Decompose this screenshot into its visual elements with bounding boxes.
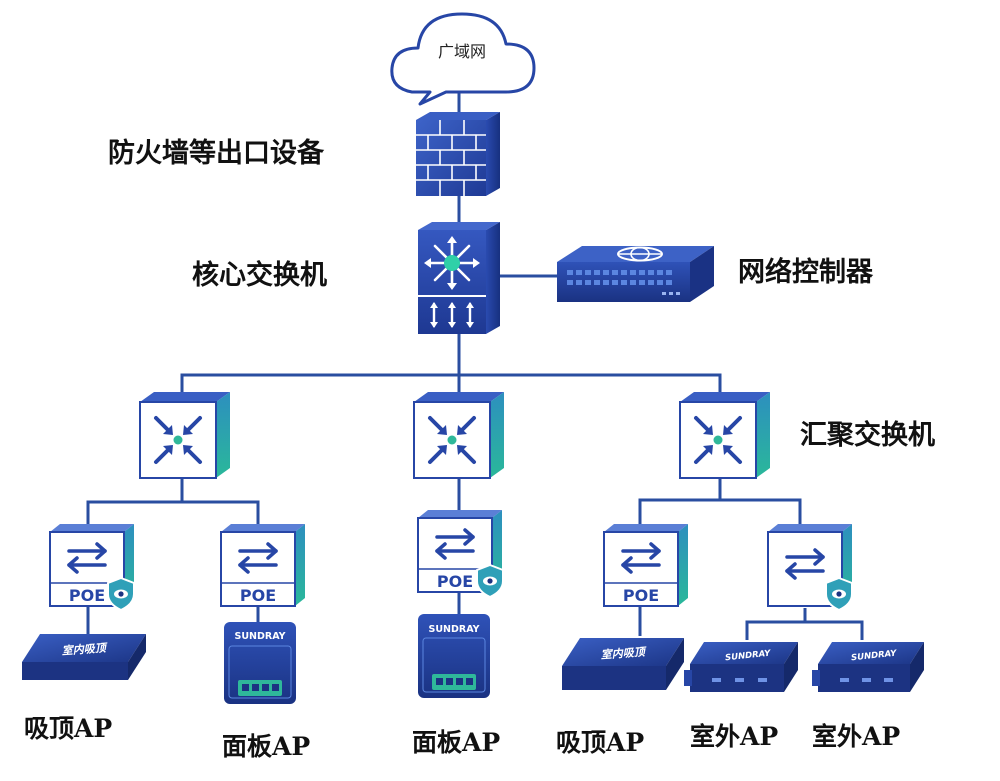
aggregation-switch-3-icon: [679, 392, 770, 479]
poe-switch-4-icon: POE: [603, 524, 688, 607]
panel-ap-2-brand: SUNDRAY: [428, 624, 479, 635]
wan-cloud-label: 广域网: [438, 42, 486, 61]
panel-ap-2-icon: SUNDRAY: [418, 614, 490, 698]
outdoor-ap-2-icon: SUNDRAY: [812, 642, 924, 692]
poe-switch-4-tag: POE: [623, 586, 659, 605]
ap-label-1: 吸顶AP: [24, 714, 113, 743]
outdoor-ap-2-brand: SUNDRAY: [851, 649, 898, 664]
core-switch-label: 核心交换机: [192, 260, 327, 291]
outdoor-ap-1-brand: SUNDRAY: [725, 649, 772, 664]
poe-switch-2-icon: POE: [220, 524, 305, 607]
ceiling-ap-2-brand: 室内吸顶: [600, 645, 648, 661]
poe-switch-3-tag: POE: [437, 572, 473, 591]
shield-badge-icon: [107, 577, 135, 611]
shield-badge-icon: [476, 564, 504, 598]
ap-label-6: 室外AP: [812, 722, 901, 751]
controller-label: 网络控制器: [738, 257, 873, 288]
aggregation-switch-label: 汇聚交换机: [800, 420, 935, 451]
ap-label-3: 面板AP: [412, 728, 501, 757]
panel-ap-1-icon: SUNDRAY: [224, 622, 296, 704]
wan-cloud-icon: 广域网: [390, 12, 536, 106]
panel-ap-1-brand: SUNDRAY: [234, 631, 285, 642]
ap-label-4: 吸顶AP: [556, 728, 645, 757]
connection-lines: [86, 92, 864, 640]
ap-label-2: 面板AP: [222, 732, 311, 761]
firewall-icon: [416, 112, 500, 196]
poe-switch-1-icon: POE: [49, 524, 135, 611]
poe-switch-2-tag: POE: [240, 586, 276, 605]
outdoor-ap-1-icon: SUNDRAY: [684, 642, 798, 692]
ceiling-ap-1-brand: 室内吸顶: [61, 641, 109, 657]
firewall-label: 防火墙等出口设备: [108, 138, 324, 169]
poe-switch-5-icon: [767, 524, 853, 611]
ap-label-5: 室外AP: [690, 722, 779, 751]
poe-switch-1-tag: POE: [69, 586, 105, 605]
poe-switch-3-icon: POE: [417, 510, 504, 598]
core-switch-icon: [418, 222, 500, 334]
ceiling-ap-2-icon: 室内吸顶: [562, 638, 684, 690]
aggregation-switch-2-icon: [413, 392, 504, 479]
ceiling-ap-1-icon: 室内吸顶: [22, 634, 146, 680]
shield-badge-icon: [825, 577, 853, 611]
network-controller-icon: [557, 246, 714, 302]
aggregation-switch-1-icon: [139, 392, 230, 479]
